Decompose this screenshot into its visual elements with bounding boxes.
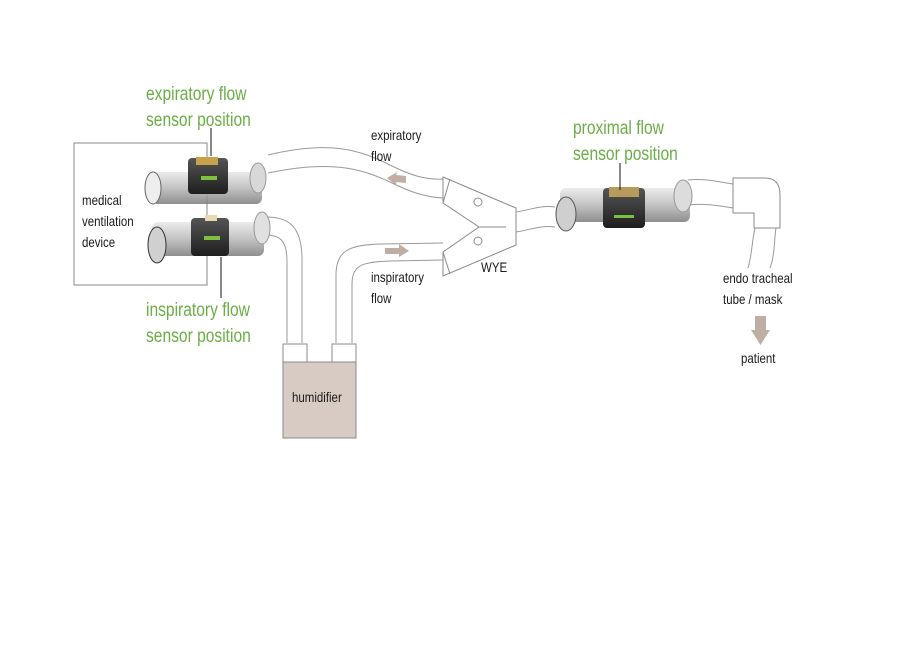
inspiratory-flow-arrow-icon — [385, 244, 409, 257]
device-line-3: device — [82, 234, 116, 250]
patient-tube — [515, 179, 734, 233]
expiratory-flow-label: expiratory flow — [371, 125, 421, 167]
inspiratory-flow-label: inspiratory flow — [371, 267, 424, 309]
endo-line-2: tube / mask — [723, 291, 783, 307]
inspiratory-sensor-line-1: inspiratory flow — [146, 300, 250, 321]
elbow-connector — [732, 177, 781, 229]
expiratory-sensor-label: expiratory flow sensor position — [146, 82, 251, 134]
endo-tube — [747, 227, 777, 269]
inspiratory-sensor-label: inspiratory flow sensor position — [146, 298, 251, 350]
expiratory-flow-line-1: expiratory — [371, 127, 422, 143]
device-humidifier-tube — [267, 216, 303, 343]
inspiratory-sensor-line-2: sensor position — [146, 326, 251, 347]
wye-label: WYE — [481, 259, 508, 275]
inspiratory-flow-line-1: inspiratory — [371, 269, 424, 285]
expiratory-flow-line-2: flow — [371, 148, 392, 164]
device-label: medical ventilation device — [82, 190, 134, 253]
humidifier-label: humidifier — [292, 389, 342, 405]
humidifier-wye-tube — [335, 242, 444, 343]
patient-arrow-icon — [751, 316, 770, 345]
patient-label: patient — [741, 350, 776, 366]
inspiratory-flow-line-2: flow — [371, 290, 392, 306]
proximal-sensor-label: proximal flow sensor position — [573, 116, 678, 168]
proximal-flow-sensor — [555, 179, 693, 232]
device-line-1: medical — [82, 192, 122, 208]
expiratory-tube — [267, 147, 444, 199]
expiratory-sensor-line-1: expiratory flow — [146, 84, 247, 105]
device-line-2: ventilation — [82, 213, 134, 229]
humidifier-box — [282, 343, 357, 439]
wye-connector — [442, 176, 517, 277]
inspiratory-flow-sensor — [147, 211, 271, 264]
proximal-sensor-line-1: proximal flow — [573, 118, 664, 139]
expiratory-sensor-line-2: sensor position — [146, 110, 251, 131]
endo-line-1: endo tracheal — [723, 270, 793, 286]
endo-tube-label: endo tracheal tube / mask — [723, 268, 793, 310]
expiratory-flow-arrow-icon — [387, 172, 406, 186]
expiratory-flow-sensor — [144, 157, 267, 205]
ventilation-device-box — [73, 142, 208, 286]
proximal-sensor-line-2: sensor position — [573, 144, 678, 165]
